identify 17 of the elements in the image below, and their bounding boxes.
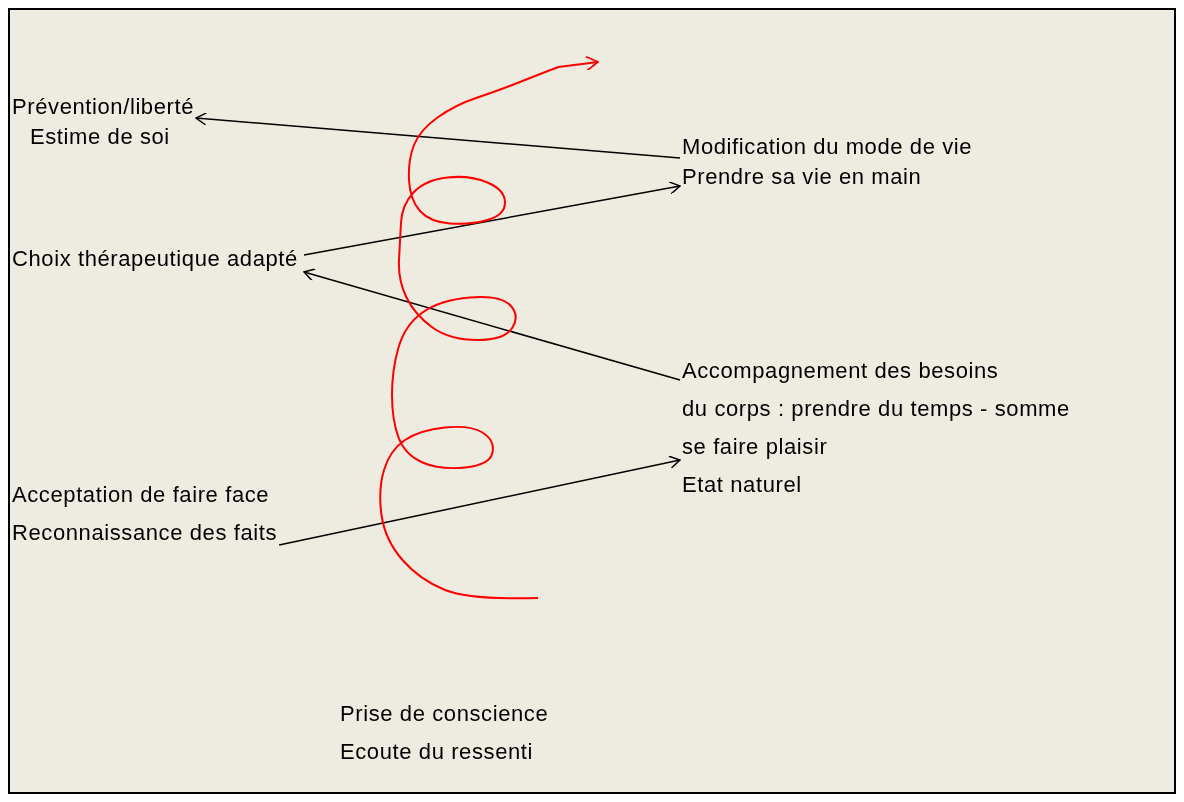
arrow: [303, 268, 681, 381]
node-text: Prendre sa vie en main: [682, 163, 922, 191]
node-text: Modification du mode de vie: [682, 133, 973, 161]
note-text: Prise de conscience: [340, 700, 549, 728]
arrow: [195, 112, 681, 159]
node-text: Estime de soi: [30, 123, 170, 151]
node-text: Prévention/liberté: [12, 93, 194, 121]
arrow: [278, 455, 681, 546]
node-text: Choix thérapeutique adapté: [12, 245, 299, 273]
node-text: Accompagnement des besoins: [682, 357, 999, 385]
node-text: Etat naturel: [682, 471, 802, 499]
node-text: Acceptation de faire face: [12, 481, 270, 509]
node-text: Reconnaissance des faits: [12, 519, 278, 547]
note-text: Ecoute du ressenti: [340, 738, 534, 766]
arrow: [303, 181, 681, 256]
node-text: se faire plaisir: [682, 433, 828, 461]
node-text: du corps : prendre du temps - somme: [682, 395, 1070, 423]
